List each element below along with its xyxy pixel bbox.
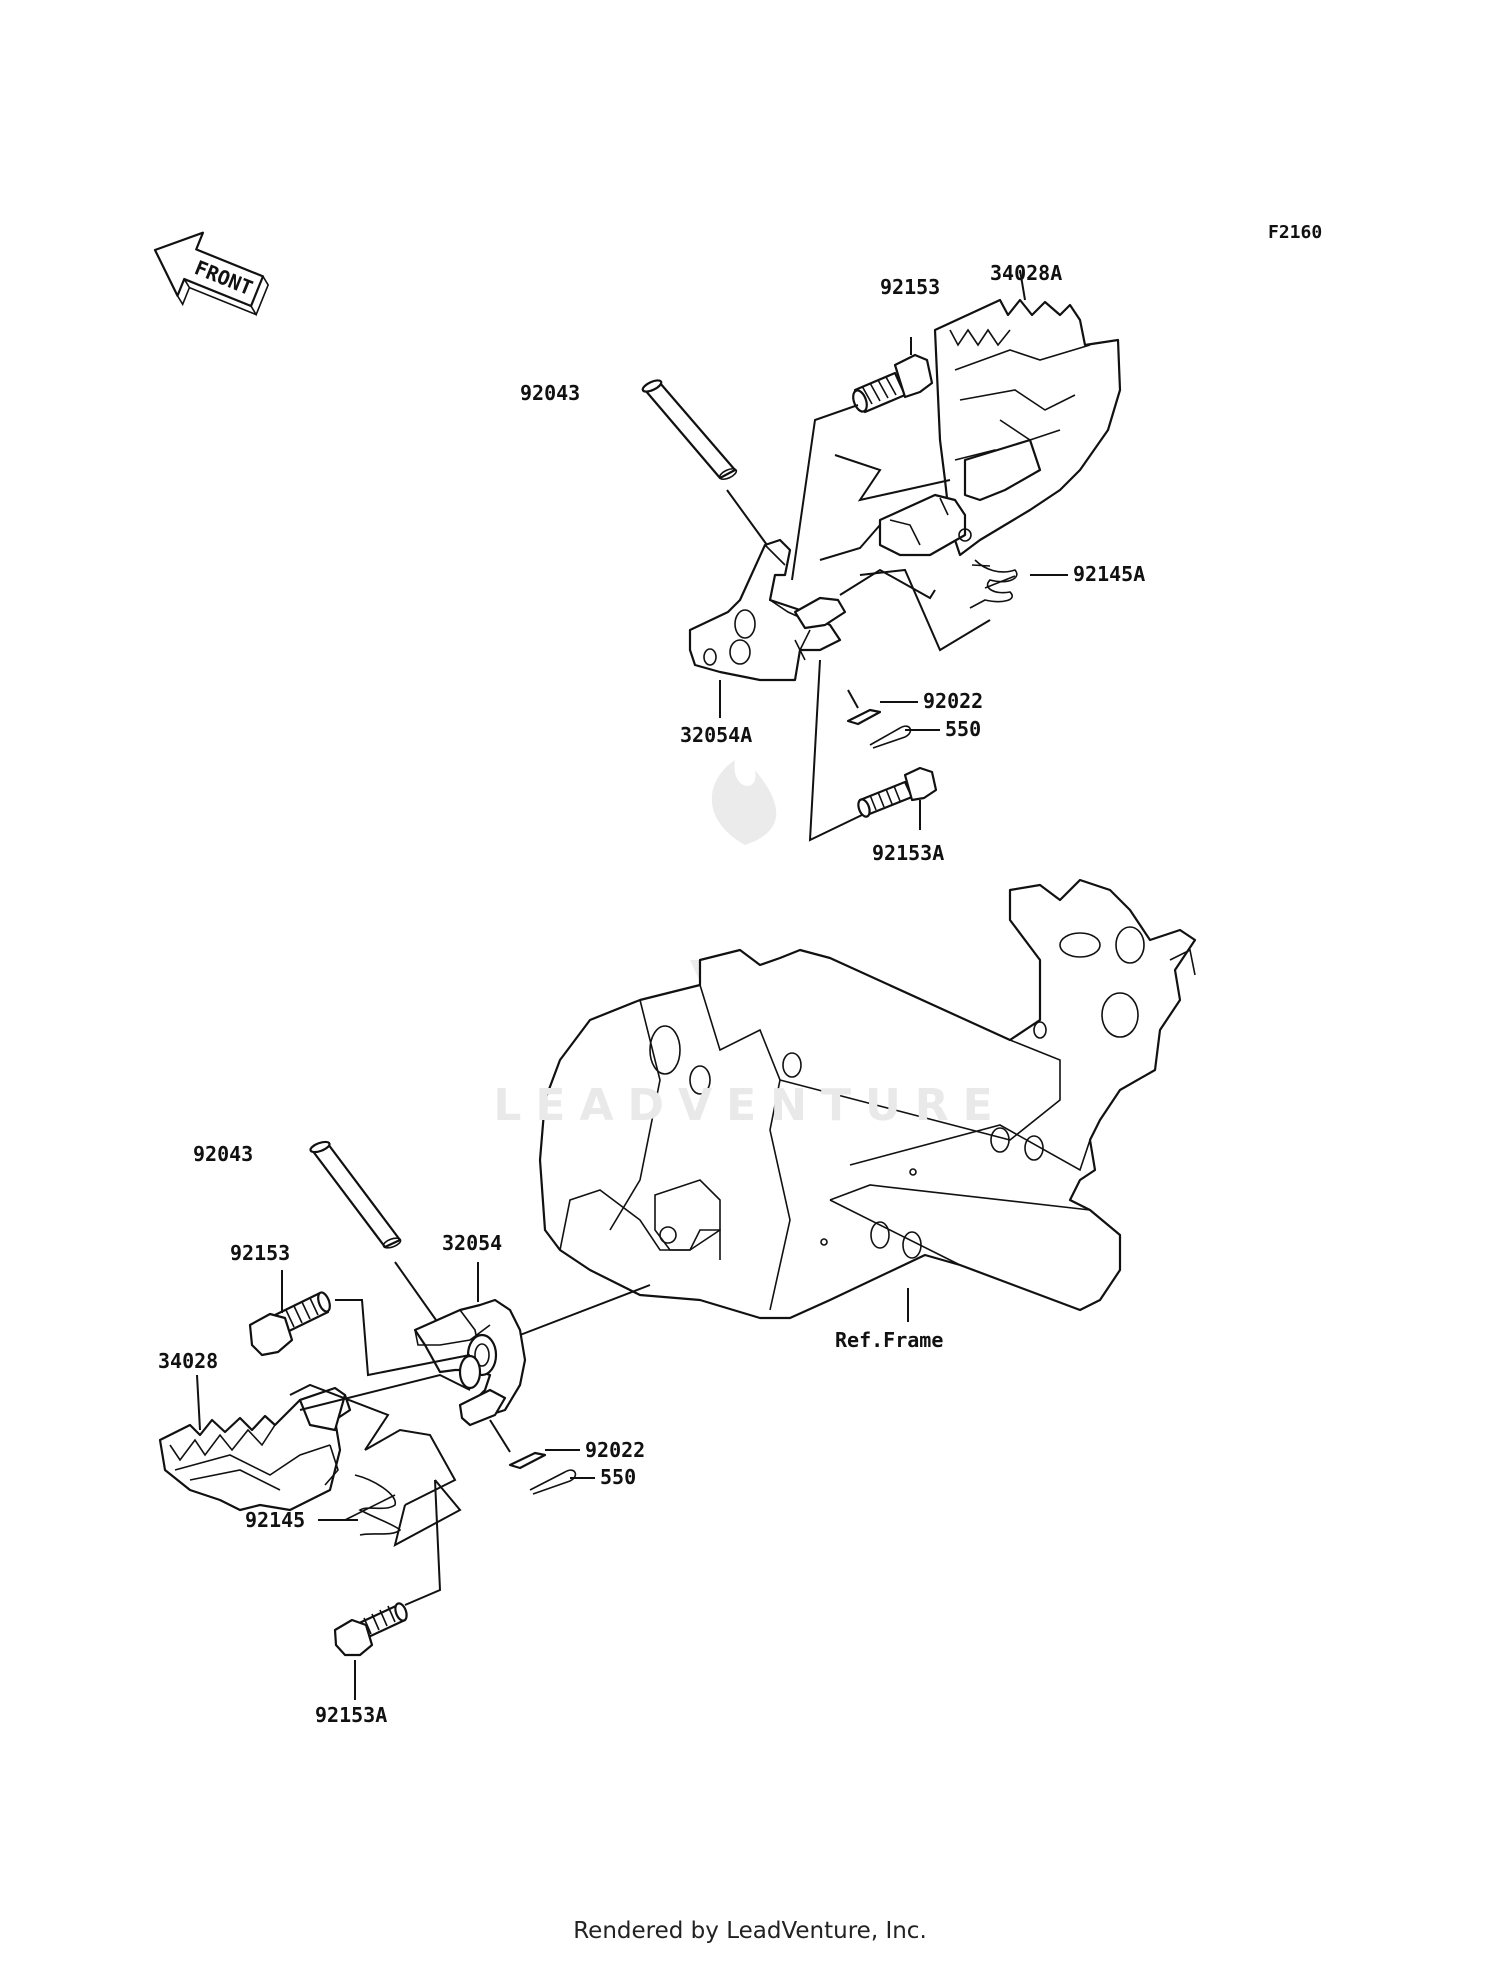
callout-upper-bracket-32054A: 32054A bbox=[680, 723, 752, 747]
lower-pin-92043 bbox=[309, 1140, 402, 1249]
upper-spring-92145A bbox=[969, 559, 1018, 609]
frame-assembly bbox=[538, 878, 1197, 1320]
callout-lower-bolt-92153A: 92153A bbox=[315, 1703, 387, 1727]
lower-footpeg-34028 bbox=[158, 1386, 352, 1512]
callout-upper-spring-92145A: 92145A bbox=[1073, 562, 1145, 586]
lower-bracket-32054 bbox=[413, 1298, 527, 1427]
callout-lower-washer-92022: 92022 bbox=[585, 1438, 645, 1462]
upper-bracket-32054A bbox=[688, 538, 847, 682]
callout-lower-bolt-92153: 92153 bbox=[230, 1241, 290, 1265]
callout-lower-spring-92145: 92145 bbox=[245, 1508, 305, 1532]
callout-upper-pin-92043: 92043 bbox=[520, 381, 580, 405]
front-arrow-icon: FRONT bbox=[153, 231, 270, 317]
lower-cotter-pin-550 bbox=[529, 1469, 577, 1495]
callout-ref-frame: Ref.Frame bbox=[835, 1328, 943, 1352]
callout-labels: 92153 34028A 92043 92145A 92022 550 3205… bbox=[158, 261, 1145, 1727]
figure-code: F2160 bbox=[1268, 222, 1322, 243]
footer-credit: Rendered by LeadVenture, Inc. bbox=[573, 1918, 927, 1944]
upper-bolt-92153A bbox=[857, 766, 938, 818]
callout-upper-footpeg-34028A: 34028A bbox=[990, 261, 1062, 285]
callout-lower-bracket-32054: 32054 bbox=[442, 1231, 502, 1255]
callout-upper-cotter-pin-550: 550 bbox=[945, 717, 981, 741]
lower-bolt-92153 bbox=[248, 1291, 331, 1357]
callout-upper-washer-92022: 92022 bbox=[923, 689, 983, 713]
lower-washer-92022 bbox=[508, 1451, 547, 1470]
upper-footpeg-34028A bbox=[878, 298, 1122, 557]
callout-lower-cotter-pin-550: 550 bbox=[600, 1465, 636, 1489]
upper-pin-92043 bbox=[641, 379, 738, 481]
lower-bolt-92153A bbox=[333, 1602, 408, 1657]
watermark-text: LEADVENTURE bbox=[493, 1080, 1007, 1131]
callout-lower-pin-92043: 92043 bbox=[193, 1142, 253, 1166]
upper-washer-92022 bbox=[846, 708, 882, 726]
upper-cotter-pin-550 bbox=[869, 725, 912, 749]
callout-upper-bolt-92153: 92153 bbox=[880, 275, 940, 299]
lower-spring-92145 bbox=[344, 1474, 402, 1536]
callout-lower-footpeg-34028: 34028 bbox=[158, 1349, 218, 1373]
callout-upper-bolt-92153A: 92153A bbox=[872, 841, 944, 865]
upper-bolt-92153 bbox=[852, 353, 934, 414]
